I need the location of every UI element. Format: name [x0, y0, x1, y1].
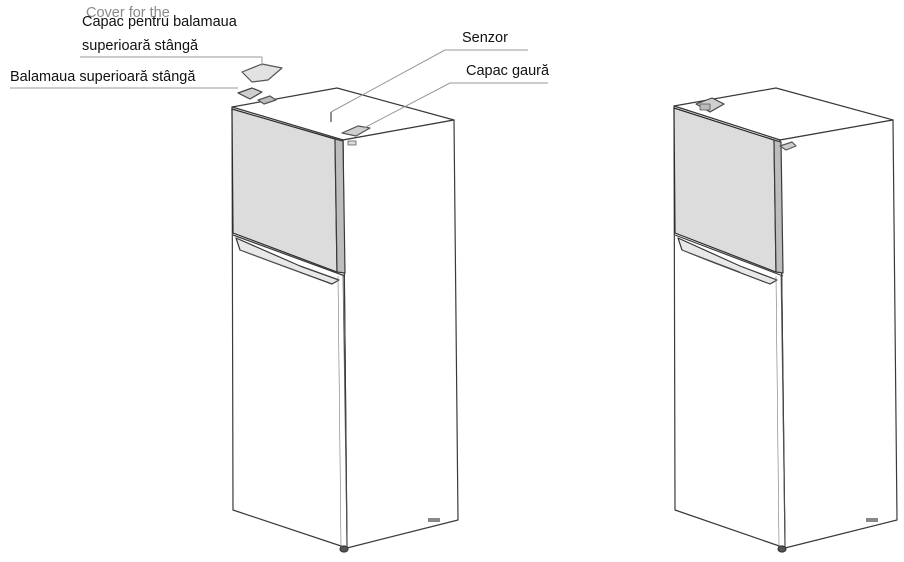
- cover-label-line2: superioară stângă: [82, 38, 199, 54]
- left-fridge-door-edge: [334, 138, 346, 274]
- left-fridge-foot: [339, 545, 349, 553]
- right-fridge-door-edge: [773, 139, 784, 274]
- left-cover-part: [241, 63, 283, 83]
- cover-label-ghost: Cover for the: [86, 5, 170, 21]
- leader-lines: [10, 49, 548, 129]
- cover-label-line1: Capac pentru balamaua: [82, 14, 237, 30]
- left-fridge-side: [342, 119, 459, 549]
- right-fridge-foot: [777, 545, 787, 553]
- hole-cap-label: Capac gaură: [466, 63, 550, 79]
- sensor-leader: [330, 49, 446, 113]
- left-hinge-part: [237, 87, 263, 100]
- hinge-label: Balamaua superioară stângă: [10, 69, 196, 85]
- left-fridge: [231, 63, 459, 553]
- sensor-label: Senzor: [462, 30, 508, 46]
- left-fridge-divider: [232, 234, 346, 277]
- right-fridge-divider: [674, 234, 784, 277]
- right-fridge: [673, 87, 898, 553]
- hole-cap-part: [341, 125, 371, 137]
- right-fridge-side: [779, 119, 898, 549]
- holecap-leader: [363, 82, 451, 129]
